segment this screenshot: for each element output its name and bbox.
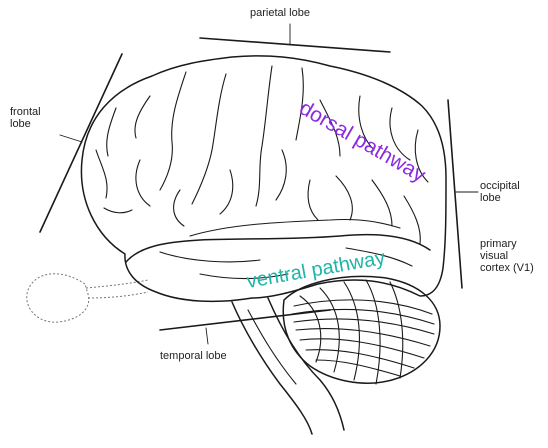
cerebellum <box>283 276 440 384</box>
temporal-leader-tick <box>206 328 208 344</box>
dorsal-pathway-label: dorsal pathway <box>296 96 430 187</box>
frontal-leader-tick <box>60 135 82 142</box>
brainstem <box>232 302 312 434</box>
frontal-leader <box>40 54 122 232</box>
v1-label: primary visual cortex (V1) <box>480 238 534 274</box>
parietal-lobe-label: parietal lobe <box>250 7 310 19</box>
occipital-leader <box>448 100 462 288</box>
cortical-folds <box>96 66 428 279</box>
occipital-lobe-label: occipital lobe <box>480 180 520 204</box>
frontal-lobe-label: frontal lobe <box>10 106 41 130</box>
eye-outline <box>27 274 148 322</box>
lateral-sulcus <box>190 219 400 236</box>
temporal-leader <box>160 310 330 330</box>
temporal-lobe-label: temporal lobe <box>160 350 227 362</box>
ventral-pathway-label: ventral pathway <box>245 247 387 293</box>
brainstem-2 <box>268 298 344 430</box>
parietal-leader <box>200 38 390 52</box>
